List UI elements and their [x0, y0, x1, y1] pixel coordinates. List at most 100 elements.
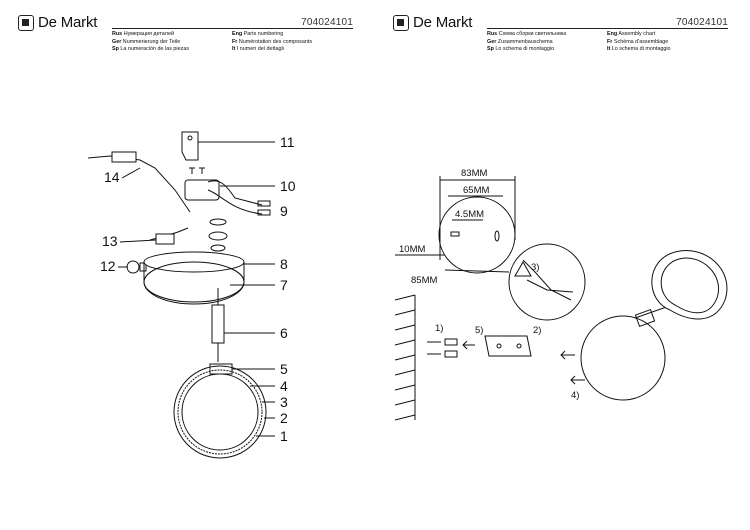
part-number: 6 [280, 325, 288, 341]
part-number: 5 [280, 361, 288, 377]
caption-block: Rus Нумерация деталей Eng Parts numberin… [112, 31, 352, 54]
brand-name: De Markt [413, 14, 473, 31]
part-number: 3 [280, 394, 288, 410]
caption-lang: It [232, 46, 236, 53]
led-ring-inner [660, 257, 720, 314]
product-code: 704024101 [301, 17, 353, 28]
arrow [462, 340, 475, 350]
caption-text: Parts numbering [243, 31, 284, 37]
led-ring-outer [173, 365, 267, 459]
caption-text: Zusammenbauschema [497, 38, 553, 45]
bracket-hole [187, 135, 193, 141]
caption-lang: Fr [607, 38, 613, 45]
leader-line [444, 269, 510, 273]
part-number: 12 [100, 258, 116, 274]
mounting-bracket [181, 131, 199, 161]
part-number: 2 [280, 410, 288, 426]
nut [209, 218, 227, 226]
part-number: 1 [280, 428, 288, 444]
caption-lang: Sp [487, 46, 494, 53]
caption-text: Нумерация деталей [123, 31, 174, 37]
assembly-step: 1) [435, 323, 443, 334]
mounting-plate [484, 335, 532, 357]
caption-lang: It [607, 46, 611, 53]
brand-logo: De Markt [18, 14, 97, 31]
brand-name: De Markt [38, 14, 98, 31]
product-code: 704024101 [676, 17, 728, 28]
part-number: 11 [280, 134, 295, 150]
canopy-plate [438, 196, 516, 274]
caption-lang: Ger [112, 38, 122, 45]
screw-icon [427, 341, 441, 355]
wall-hatch-icon [394, 294, 416, 421]
exploded-parts-diagram: 11 10 14 9 13 12 8 7 6 5 4 3 2 1 [87, 131, 296, 459]
arrow [560, 350, 575, 360]
dimension-label: 85MM [411, 275, 437, 286]
led-ring-inner [181, 373, 259, 451]
part-number: 13 [102, 233, 118, 249]
leader-line [119, 239, 157, 243]
canopy-bottom [143, 261, 245, 303]
wire [207, 180, 263, 206]
dimension-label: 4.5MM [455, 209, 484, 220]
connector-block [155, 233, 175, 245]
logo-mark-icon [18, 14, 34, 31]
caption-text: Lo schema di montaggio [611, 46, 671, 53]
caption-text: Nummerierung der Teile [122, 38, 181, 45]
header-rule [487, 28, 728, 29]
caption-text: Schéma d'assemblage [613, 38, 669, 45]
dimension-label: 65MM [463, 185, 489, 196]
led-ring-diffuser [177, 369, 263, 455]
caption-lang: Fr [232, 38, 238, 45]
junction-box [184, 179, 220, 201]
caption-text: La numeración de las piezas [120, 46, 190, 53]
part-number: 14 [104, 169, 120, 185]
arm-tube [211, 304, 225, 344]
part-number: 10 [280, 178, 296, 194]
cap-nut [126, 260, 140, 274]
warning-triangle-icon [514, 260, 532, 277]
washer [210, 244, 226, 252]
caption-text: Схема сборки светильника [498, 31, 567, 37]
lamp-canopy [580, 315, 666, 401]
detail-callout [508, 243, 586, 321]
wire-detail [522, 259, 574, 301]
assembly-step: 3) [531, 262, 539, 273]
wall-plug [444, 338, 458, 358]
assembly-step: 4) [571, 390, 579, 401]
wire-terminal [257, 200, 271, 207]
logo-mark-icon [393, 14, 409, 31]
arm-joint [634, 308, 656, 328]
caption-text: Numérotation des composants [238, 38, 313, 45]
washer [208, 231, 228, 241]
header-rule [112, 28, 353, 29]
caption-text: I numeri dei dettagli [236, 46, 284, 53]
caption-lang: Rus [112, 31, 123, 37]
assembly-step: 5) [475, 325, 483, 336]
caption-lang: Sp [112, 46, 119, 53]
caption-lang: Eng [607, 31, 618, 37]
caption-text: Lo schema di montaggio [495, 46, 555, 53]
wire-terminal [257, 209, 271, 216]
brand-logo: De Markt [393, 14, 472, 31]
plate-hole [496, 343, 502, 349]
assembly-step: 2) [533, 325, 541, 336]
cable-clamp [111, 151, 137, 163]
caption-lang: Ger [487, 38, 497, 45]
caption-block: Rus Схема сборки светильника Eng Assembl… [487, 31, 727, 54]
mounting-slot [494, 230, 500, 242]
part-number: 9 [280, 203, 288, 219]
led-ring [651, 250, 728, 320]
page-assembly-chart: De Markt 704024101 Rus Схема сборки свет… [375, 0, 750, 530]
dimension-label: 83MM [461, 168, 487, 179]
dimension-label: 10MM [399, 244, 425, 255]
ring-clamp [209, 363, 233, 375]
screw-icon [189, 167, 205, 174]
wire [207, 189, 263, 215]
part-number: 7 [280, 277, 288, 293]
mounting-slot [450, 231, 460, 237]
supply-cable [87, 155, 191, 213]
leader-line [121, 167, 141, 179]
arrow [570, 375, 585, 385]
plate-hole [516, 343, 522, 349]
